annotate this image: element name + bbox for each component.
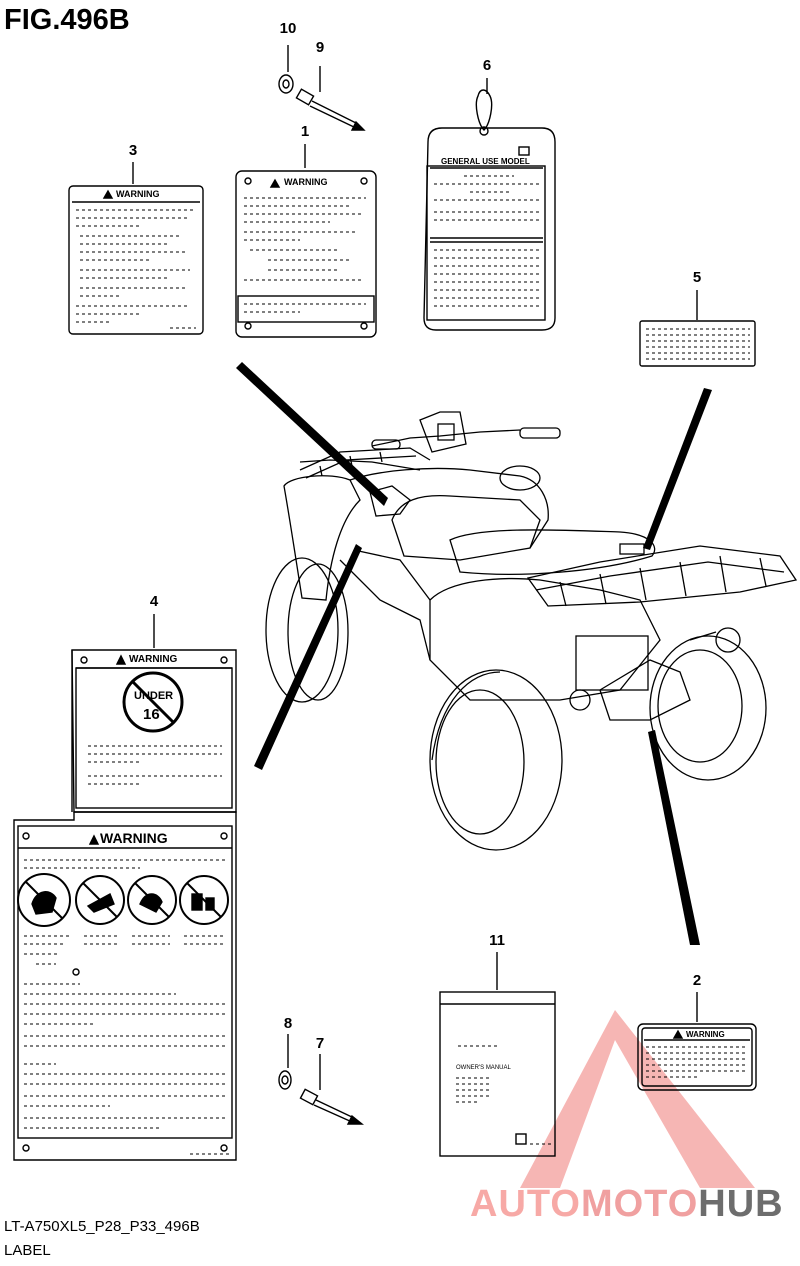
part-8-washer: [278, 1070, 292, 1090]
label-5: [639, 320, 756, 367]
label-3-warning-text: WARNING: [116, 189, 160, 199]
callout-9: 9: [315, 39, 325, 56]
callout-11: 11: [489, 932, 505, 949]
part-11-owners-manual: [439, 991, 556, 1157]
label-2-warning: [637, 1023, 757, 1091]
watermark-part-auto: AUTO: [470, 1183, 581, 1225]
callout-7: 7: [315, 1035, 325, 1052]
callout-3: 3: [128, 142, 138, 159]
callout-1: 1: [300, 123, 310, 140]
callout-5: 5: [692, 269, 702, 286]
label-4-warning-large: [13, 649, 237, 1161]
label-6-general-use-text: GENERAL USE MODEL: [441, 157, 530, 166]
label-1-warning-text: WARNING: [284, 177, 328, 187]
callout-10: 10: [279, 20, 297, 37]
part-7-rivet: [299, 1088, 364, 1125]
watermark-text: AUTOMOTOHUB: [470, 1183, 784, 1226]
callout-4: 4: [149, 593, 159, 610]
label-3-warning: [68, 185, 204, 335]
leader-lines-top: [132, 78, 698, 1090]
watermark-logo: [520, 1010, 755, 1188]
owners-manual-text: OWNER'S MANUAL: [456, 1065, 511, 1071]
watermark-part-hub: HUB: [698, 1183, 784, 1225]
label-4-lower-warning-text: WARNING: [100, 830, 168, 846]
callout-8: 8: [283, 1015, 293, 1032]
label-4-warning-text: WARNING: [129, 654, 178, 665]
part-10-washer: [278, 45, 294, 94]
watermark-part-moto: MOTO: [580, 1183, 699, 1225]
part-9-rivet: [295, 66, 366, 131]
label-1-warning: [235, 170, 377, 338]
under-16-top-text: UNDER: [134, 690, 174, 702]
under-16-number-text: 16: [143, 706, 160, 723]
callout-2: 2: [692, 972, 702, 989]
label-6-general-use-tag: [423, 89, 556, 331]
model-code: LT-A750XL5_P28_P33_496B: [4, 1218, 200, 1235]
section-name: LABEL: [4, 1242, 51, 1259]
atv-illustration: [265, 411, 798, 851]
callout-6: 6: [482, 57, 492, 74]
figure-title: FIG.496B: [4, 4, 130, 36]
pointer-wedges: [236, 362, 712, 945]
label-2-warning-text: WARNING: [686, 1030, 725, 1039]
